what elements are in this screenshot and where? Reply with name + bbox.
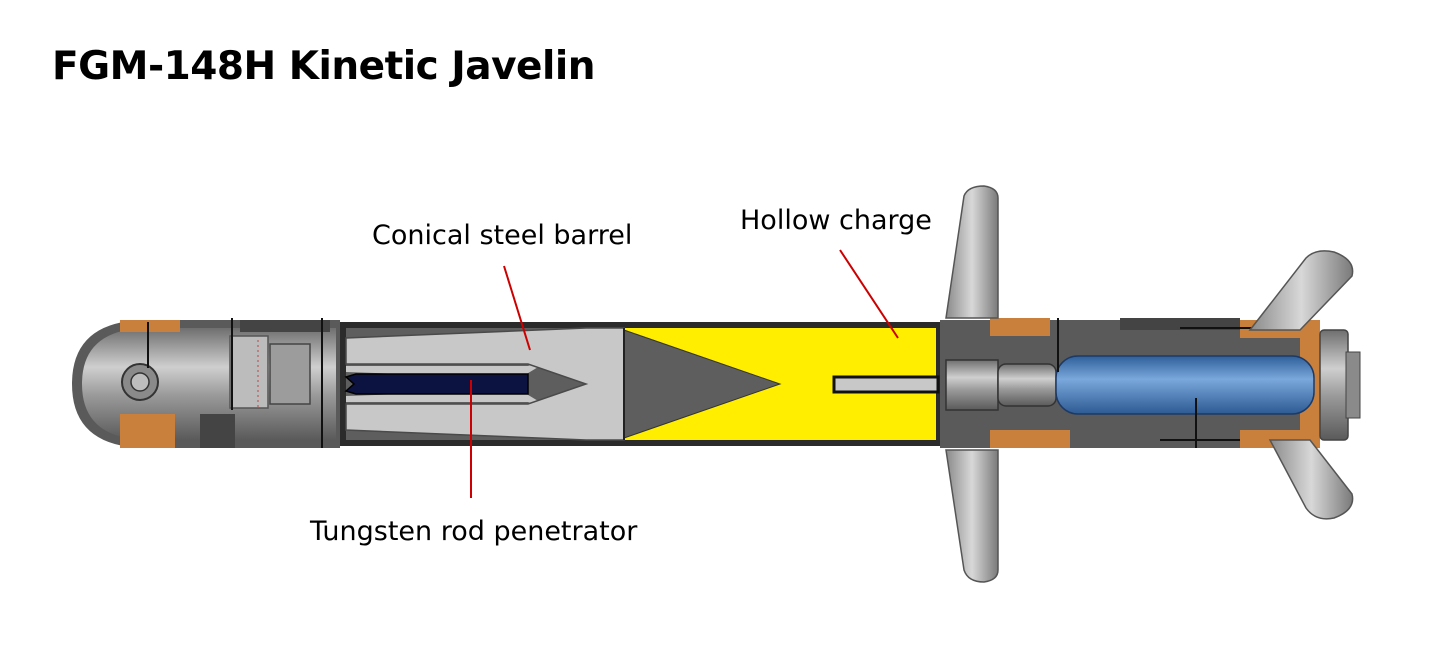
label-hollow-charge: Hollow charge [740, 205, 932, 236]
tungsten-rod-penetrator [344, 373, 529, 395]
label-tungsten-rod-penetrator: Tungsten rod penetrator [310, 516, 638, 547]
leader-line-conical-barrel [503, 265, 531, 351]
diagram-title: FGM-148H Kinetic Javelin [52, 44, 596, 89]
rocket-motor [1055, 355, 1315, 415]
seeker-section [72, 318, 340, 448]
label-conical-steel-barrel: Conical steel barrel [372, 220, 633, 251]
tail-cap [1319, 329, 1349, 441]
tail-fin-lower [1268, 439, 1354, 520]
mid-fin-upper [945, 185, 999, 319]
tail-fin-upper [1248, 250, 1354, 331]
conical-steel-barrel-shape [345, 327, 625, 441]
hollow-charge-fuze-rod [832, 375, 940, 394]
leader-line-hollow-charge [839, 249, 899, 339]
mid-fin-lower [945, 449, 999, 583]
motor-section [940, 318, 1361, 448]
